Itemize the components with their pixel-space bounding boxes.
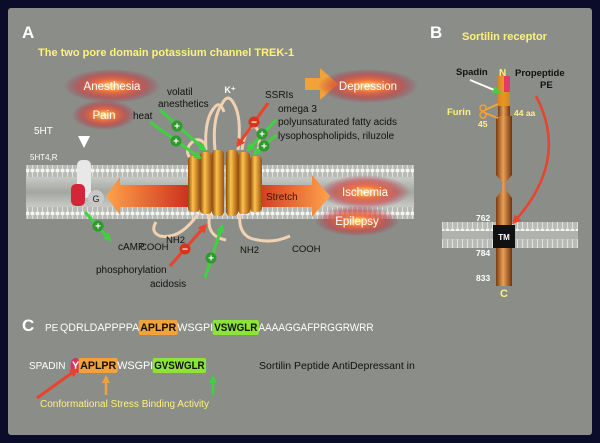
furin-label: Furin: [447, 107, 471, 118]
residue-762-label: 762: [476, 213, 490, 223]
glow-epilepsy: Epilepsy: [315, 206, 399, 236]
sequence-segment: Y: [72, 360, 80, 372]
glow-ischemia: Ischemia: [320, 175, 410, 209]
effect-signs: + + − + + + − +: [92, 116, 270, 265]
cooh-right-label: COOH: [292, 244, 321, 255]
spadin-acronym: Sortilin Peptide AntiDepressant in: [259, 360, 415, 372]
glow-ischemia-label: Ischemia: [342, 187, 389, 199]
minus-sign-ssris: −: [248, 116, 260, 129]
camp-label: cAMP: [118, 242, 145, 253]
volatile-anesthetics-label-1: volatil: [167, 87, 193, 98]
svg-text:+: +: [173, 137, 179, 148]
potassium-ion-label: K⁺: [224, 85, 235, 95]
sortilin-receptor: [493, 76, 515, 286]
spadin-b-label: Spadin: [456, 67, 488, 78]
aa44-label: 44 aa: [514, 108, 536, 118]
pe-label: PE: [45, 323, 59, 334]
nh2-left-label: NH2: [166, 235, 185, 246]
glow-pain: Pain: [72, 100, 136, 130]
cooh-left-label: COOH: [140, 242, 169, 253]
plus-sign-acidosis: +: [205, 252, 217, 265]
plus-sign-lyso: +: [258, 140, 270, 153]
spadin-c-label: SPADIN: [29, 361, 66, 372]
svg-text:−: −: [251, 118, 257, 129]
furin-scissors-icon: [479, 103, 499, 119]
sequence-segment: AAAAGGAFPRGGRWRR: [258, 322, 373, 334]
pufa-label: polyunsaturated fatty acids: [278, 117, 397, 128]
spadin-b-pointer: [469, 79, 501, 94]
sequence-highlight-green: [152, 358, 207, 373]
panel-a-title: The two pore domain potassium channel TR…: [38, 47, 294, 59]
glow-depression-label: Depression: [339, 81, 397, 93]
receptor-label: 5HT4,R: [30, 153, 58, 162]
svg-text:+: +: [95, 222, 101, 233]
depression-arrow: Depression: [305, 68, 418, 103]
svg-text:−: −: [182, 245, 188, 256]
stretch-arrows: Stretch: [106, 175, 330, 217]
svg-text:+: +: [261, 142, 267, 153]
heat-label: heat: [133, 111, 153, 122]
sequence-segment: QDRLDAPPPPA: [60, 322, 140, 334]
propeptide-label-1: Propeptide: [515, 68, 565, 79]
svg-text:+: +: [259, 130, 265, 141]
serotonin-receptor: 5HT 5HT4,R G: [30, 126, 104, 206]
sequence-segment: APLPR: [140, 322, 176, 334]
volatile-anesthetics-label-2: anesthetics: [158, 99, 209, 110]
residue-784-label: 784: [476, 248, 490, 258]
acidosis-label: acidosis: [150, 279, 186, 290]
phosphorylation-label: phosphorylation: [96, 265, 167, 276]
plus-sign-camp: +: [92, 220, 104, 233]
svg-text:+: +: [208, 254, 214, 265]
tm-domain-label: TM: [498, 233, 510, 242]
sequence-segment: VSWGLR: [214, 322, 257, 334]
panel-b-title: Sortilin receptor: [462, 31, 548, 43]
ssris-label: SSRIs: [265, 90, 293, 101]
plus-sign-pufa: +: [256, 128, 268, 141]
sequence-segment: APLPR: [80, 360, 116, 372]
residue-45-label: 45: [478, 119, 488, 129]
svg-text:+: +: [174, 122, 180, 133]
glow-epilepsy-label: Epilepsy: [335, 216, 379, 228]
n-terminus-label: N: [499, 68, 506, 79]
propeptide-binding-arrow: [511, 95, 551, 225]
propeptide-label-2: PE: [540, 80, 553, 91]
panel-c-letter: C: [22, 316, 34, 335]
minus-sign-phosphorylation: −: [179, 243, 191, 256]
serotonin-label: 5HT: [34, 126, 53, 137]
lyso-label: lysophospholipids, riluzole: [278, 131, 395, 142]
nh2-right-label: NH2: [240, 245, 259, 256]
conformational-caption: Conformational Stress Binding Activity: [40, 399, 209, 410]
plus-sign-volatile: +: [171, 120, 183, 133]
sequence-highlight-orange: [138, 320, 178, 335]
c-terminus-label: C: [500, 288, 508, 300]
stretch-label: Stretch: [266, 192, 298, 203]
glow-pain-label: Pain: [92, 110, 115, 122]
trek1-channel: [152, 96, 291, 243]
sequence-segment: WSGPI: [117, 360, 153, 372]
sequence-highlight-green: [212, 320, 259, 335]
residue-833-label: 833: [476, 273, 490, 283]
sequence-segment: WSGPI: [177, 322, 213, 334]
panel-b-letter: B: [430, 23, 442, 42]
panel-a-letter: A: [22, 23, 34, 42]
omega3-label: omega 3: [278, 104, 317, 115]
sequence-segment: GVSWGLR: [154, 360, 204, 372]
sequence-highlight-orange: [78, 358, 118, 373]
glow-anesthesia-label: Anesthesia: [84, 81, 142, 93]
plus-sign-heat: +: [170, 135, 182, 148]
panel-c-arrows: [36, 368, 217, 400]
g-protein-label: G: [92, 194, 99, 204]
glow-anesthesia: Anesthesia: [64, 69, 160, 103]
